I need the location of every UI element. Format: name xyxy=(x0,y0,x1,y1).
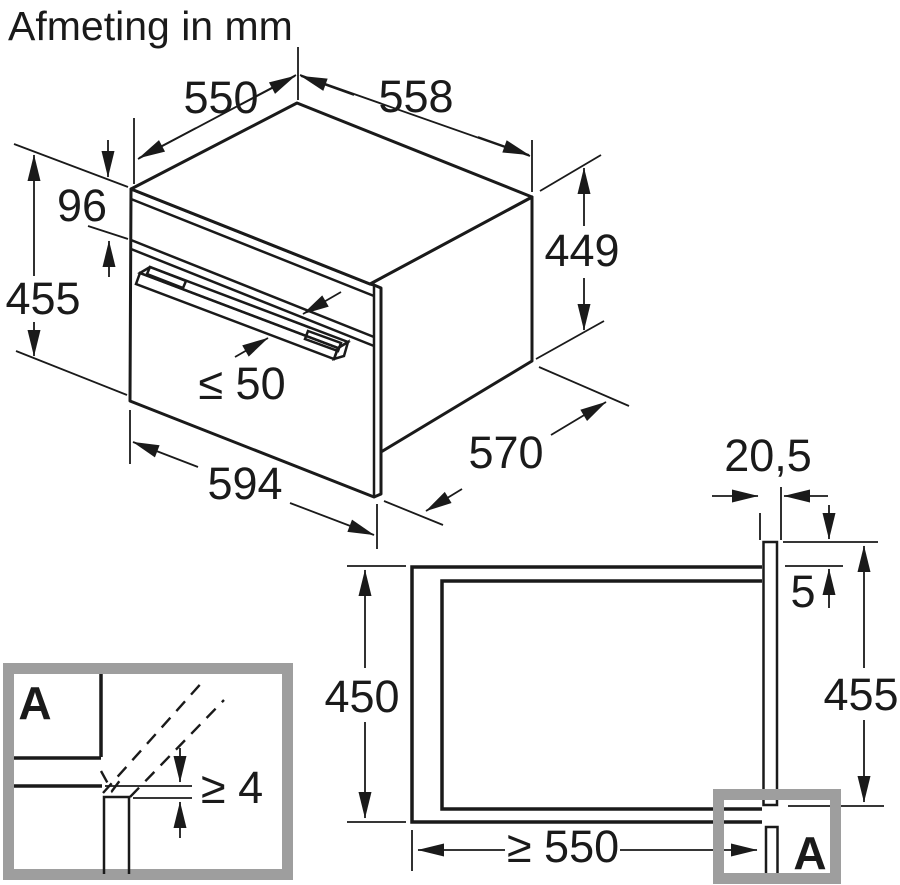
dim-handle-depth: ≤ 50 xyxy=(198,291,342,409)
dim-558-label: 558 xyxy=(378,71,453,122)
dim-segment-arrow xyxy=(550,401,607,436)
dim-96: 96 xyxy=(13,140,129,277)
detail-marker-frame xyxy=(713,789,841,884)
arrow xyxy=(300,75,355,96)
door-open-projection-line xyxy=(102,678,206,794)
dim-558: 558 xyxy=(299,71,533,192)
dim-455-niche: 455 xyxy=(823,545,899,803)
arrow xyxy=(477,136,530,156)
door-open-projection-line xyxy=(129,699,225,798)
dim-segment-arrow xyxy=(132,441,199,468)
front-top-strip-line xyxy=(130,197,375,298)
dim-min-550: ≥ 550 xyxy=(411,821,758,872)
oven-front-panel-section xyxy=(762,540,779,807)
control-panel-bottom-line-1 xyxy=(130,238,375,339)
dim-96-label: 96 xyxy=(57,180,107,231)
arrow xyxy=(234,337,269,358)
dim-449: 449 xyxy=(535,154,620,360)
dim-min-4-label: ≥ 4 xyxy=(201,762,263,813)
handle-left-bracket xyxy=(145,265,188,290)
dim-5: 5 xyxy=(790,505,836,617)
dim-570-label: 570 xyxy=(468,427,543,478)
door-handle xyxy=(134,265,351,361)
niche-inner-wall xyxy=(440,579,762,811)
arrow xyxy=(138,127,197,159)
niche-section-view: 20,5 5 450 455 ≥ 550 xyxy=(324,430,899,884)
ref-line xyxy=(283,317,311,329)
detail-view-frame xyxy=(3,663,293,880)
dim-segment-arrow xyxy=(289,502,375,536)
arrow xyxy=(302,291,342,315)
arrow xyxy=(237,75,296,107)
dim-20-5-label: 20,5 xyxy=(724,430,812,481)
oven-isometric-view: 550 558 96 455 xyxy=(5,47,630,549)
dim-20-5: 20,5 xyxy=(712,430,828,540)
oven-front-panel-section-lower xyxy=(764,825,779,874)
dim-449-label: 449 xyxy=(544,225,619,276)
dim-450-label: 450 xyxy=(324,671,399,722)
dim-455-front-label: 455 xyxy=(5,273,80,324)
handle-right-cap xyxy=(331,339,351,361)
dim-min-550-label: ≥ 550 xyxy=(507,821,619,872)
page-title: Afmeting in mm xyxy=(8,3,293,49)
dim-455-niche-label: 455 xyxy=(823,669,898,720)
ext-line xyxy=(15,350,128,396)
door-panel-section xyxy=(102,795,131,874)
control-panel-bottom-line-2 xyxy=(130,247,375,348)
detail-view-a: A ≥ 4 xyxy=(3,663,293,880)
ext-line xyxy=(13,143,129,188)
dim-handle-depth-label: ≤ 50 xyxy=(198,358,285,409)
detail-view-label: A xyxy=(18,677,51,729)
detail-marker-label: A xyxy=(793,827,826,879)
ext-line xyxy=(87,225,129,240)
ext-line xyxy=(538,366,630,407)
dim-594-label: 594 xyxy=(207,458,282,509)
dim-min-4: ≥ 4 xyxy=(105,748,263,838)
door-open-corner xyxy=(99,770,125,794)
dim-594: 594 xyxy=(129,410,378,549)
ext-line xyxy=(539,154,602,192)
dim-segment-arrow xyxy=(425,488,463,512)
dim-5-label: 5 xyxy=(790,566,815,617)
handle-right-bracket xyxy=(303,329,343,353)
oven-top-face xyxy=(129,101,534,286)
niche-outer-wall xyxy=(410,565,762,824)
dim-550: 550 xyxy=(133,47,299,184)
dim-550-label: 550 xyxy=(183,72,258,123)
dim-570: 570 xyxy=(383,366,630,526)
dim-455-front: 455 xyxy=(5,154,128,396)
dim-450: 450 xyxy=(324,565,406,823)
ext-line xyxy=(535,320,605,360)
ext-line xyxy=(383,500,444,526)
